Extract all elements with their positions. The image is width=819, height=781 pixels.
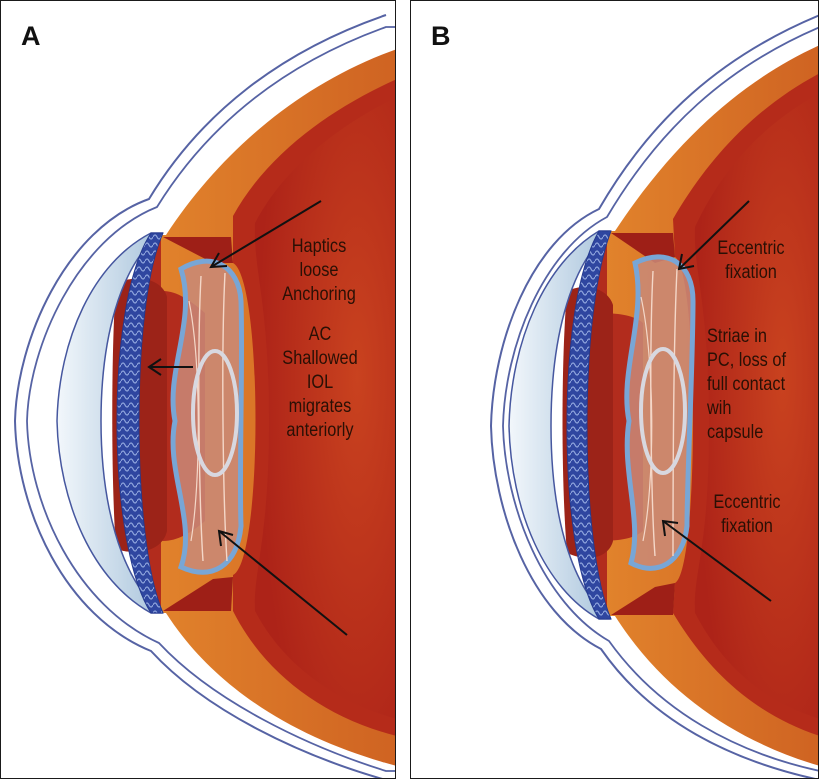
- label-line: AC: [269, 323, 370, 347]
- label-line: full contact: [707, 373, 807, 397]
- label-line: loose: [271, 259, 367, 283]
- panel-b: B Eccentric fixation Striae in PC, loss …: [410, 0, 819, 779]
- haptics-label: Haptics loose Anchoring: [271, 235, 367, 307]
- label-line: fixation: [704, 515, 790, 539]
- label-line: Eccentric: [704, 491, 790, 515]
- striae-label: Striae in PC, loss of full contact wih c…: [707, 325, 807, 445]
- label-line: Striae in: [707, 325, 807, 349]
- label-line: Eccentric: [708, 237, 794, 261]
- eccentric-fixation-top-label: Eccentric fixation: [708, 237, 794, 285]
- label-line: Haptics: [271, 235, 367, 259]
- label-line: Shallowed: [269, 347, 370, 371]
- label-line: PC, loss of: [707, 349, 807, 373]
- label-line: capsule: [707, 421, 807, 445]
- label-line: IOL: [269, 371, 370, 395]
- label-line: Anchoring: [271, 283, 367, 307]
- panel-letter: B: [431, 21, 451, 52]
- label-line: wih: [707, 397, 807, 421]
- label-line: fixation: [708, 261, 794, 285]
- intraocular-lens: [173, 261, 242, 572]
- eccentric-fixation-bottom-label: Eccentric fixation: [704, 491, 790, 539]
- ac-label: AC Shallowed IOL migrates anteriorly: [269, 323, 370, 443]
- panel-letter: A: [21, 21, 41, 52]
- label-line: migrates: [269, 395, 370, 419]
- panel-a: A Haptics loose Anchoring AC Shallowed I…: [0, 0, 396, 779]
- label-line: anteriorly: [269, 419, 370, 443]
